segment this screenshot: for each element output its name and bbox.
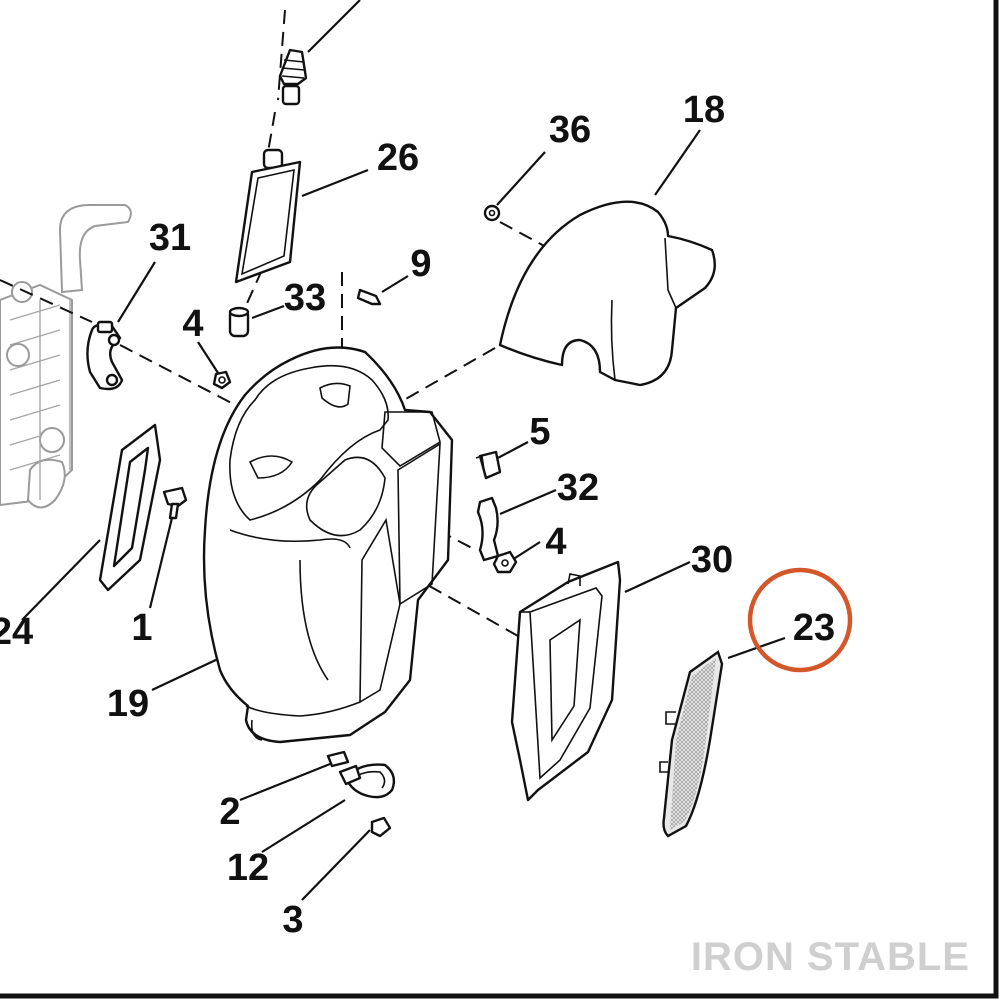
part-1-bolt [162,486,188,520]
callout-24: 24 [0,611,33,653]
part-33-bolt [228,306,250,338]
callout-32: 32 [557,467,599,509]
part-5-clip [475,450,502,480]
callout-2: 2 [219,791,240,833]
part-31-bracket [86,320,124,391]
callout-4-lower: 4 [545,521,566,563]
part-19-fairing-housing [202,346,454,744]
part-3-nut [370,816,392,838]
part-4-nut-upper [212,370,232,390]
part-32-strap [476,496,500,562]
callout-12: 12 [227,847,269,889]
callout-3: 3 [282,899,303,941]
part-9-screw [356,288,382,306]
part-2-pin [326,750,350,768]
callout-labels: 26 36 18 31 9 33 4 5 32 4 30 23 24 1 19 … [0,89,835,941]
ghost-radiator-assembly [0,204,132,509]
part-18-cover [498,200,716,387]
callout-36: 36 [549,109,591,151]
callout-4-upper: 4 [182,303,203,345]
part-26-sensor-assembly [234,48,308,284]
part-36-washer [483,204,501,222]
callout-33: 33 [284,277,326,319]
part-12-clamp [338,763,396,799]
part-24-frame [98,423,162,592]
callout-9: 9 [410,243,431,285]
callout-23: 23 [793,607,835,649]
callout-1: 1 [131,607,152,649]
callout-19: 19 [107,683,149,725]
part-23-mesh-screen [659,650,724,838]
watermark: IRON STABLE [691,935,970,979]
leader-lines [21,0,786,901]
part-30-filter-housing [510,560,622,802]
callout-26: 26 [377,137,419,179]
highlight-ring [747,567,853,673]
part-4-nut-lower [492,550,518,574]
callout-31: 31 [149,217,191,259]
callout-30: 30 [691,539,733,581]
callout-18: 18 [683,89,725,131]
callout-5: 5 [529,411,550,453]
